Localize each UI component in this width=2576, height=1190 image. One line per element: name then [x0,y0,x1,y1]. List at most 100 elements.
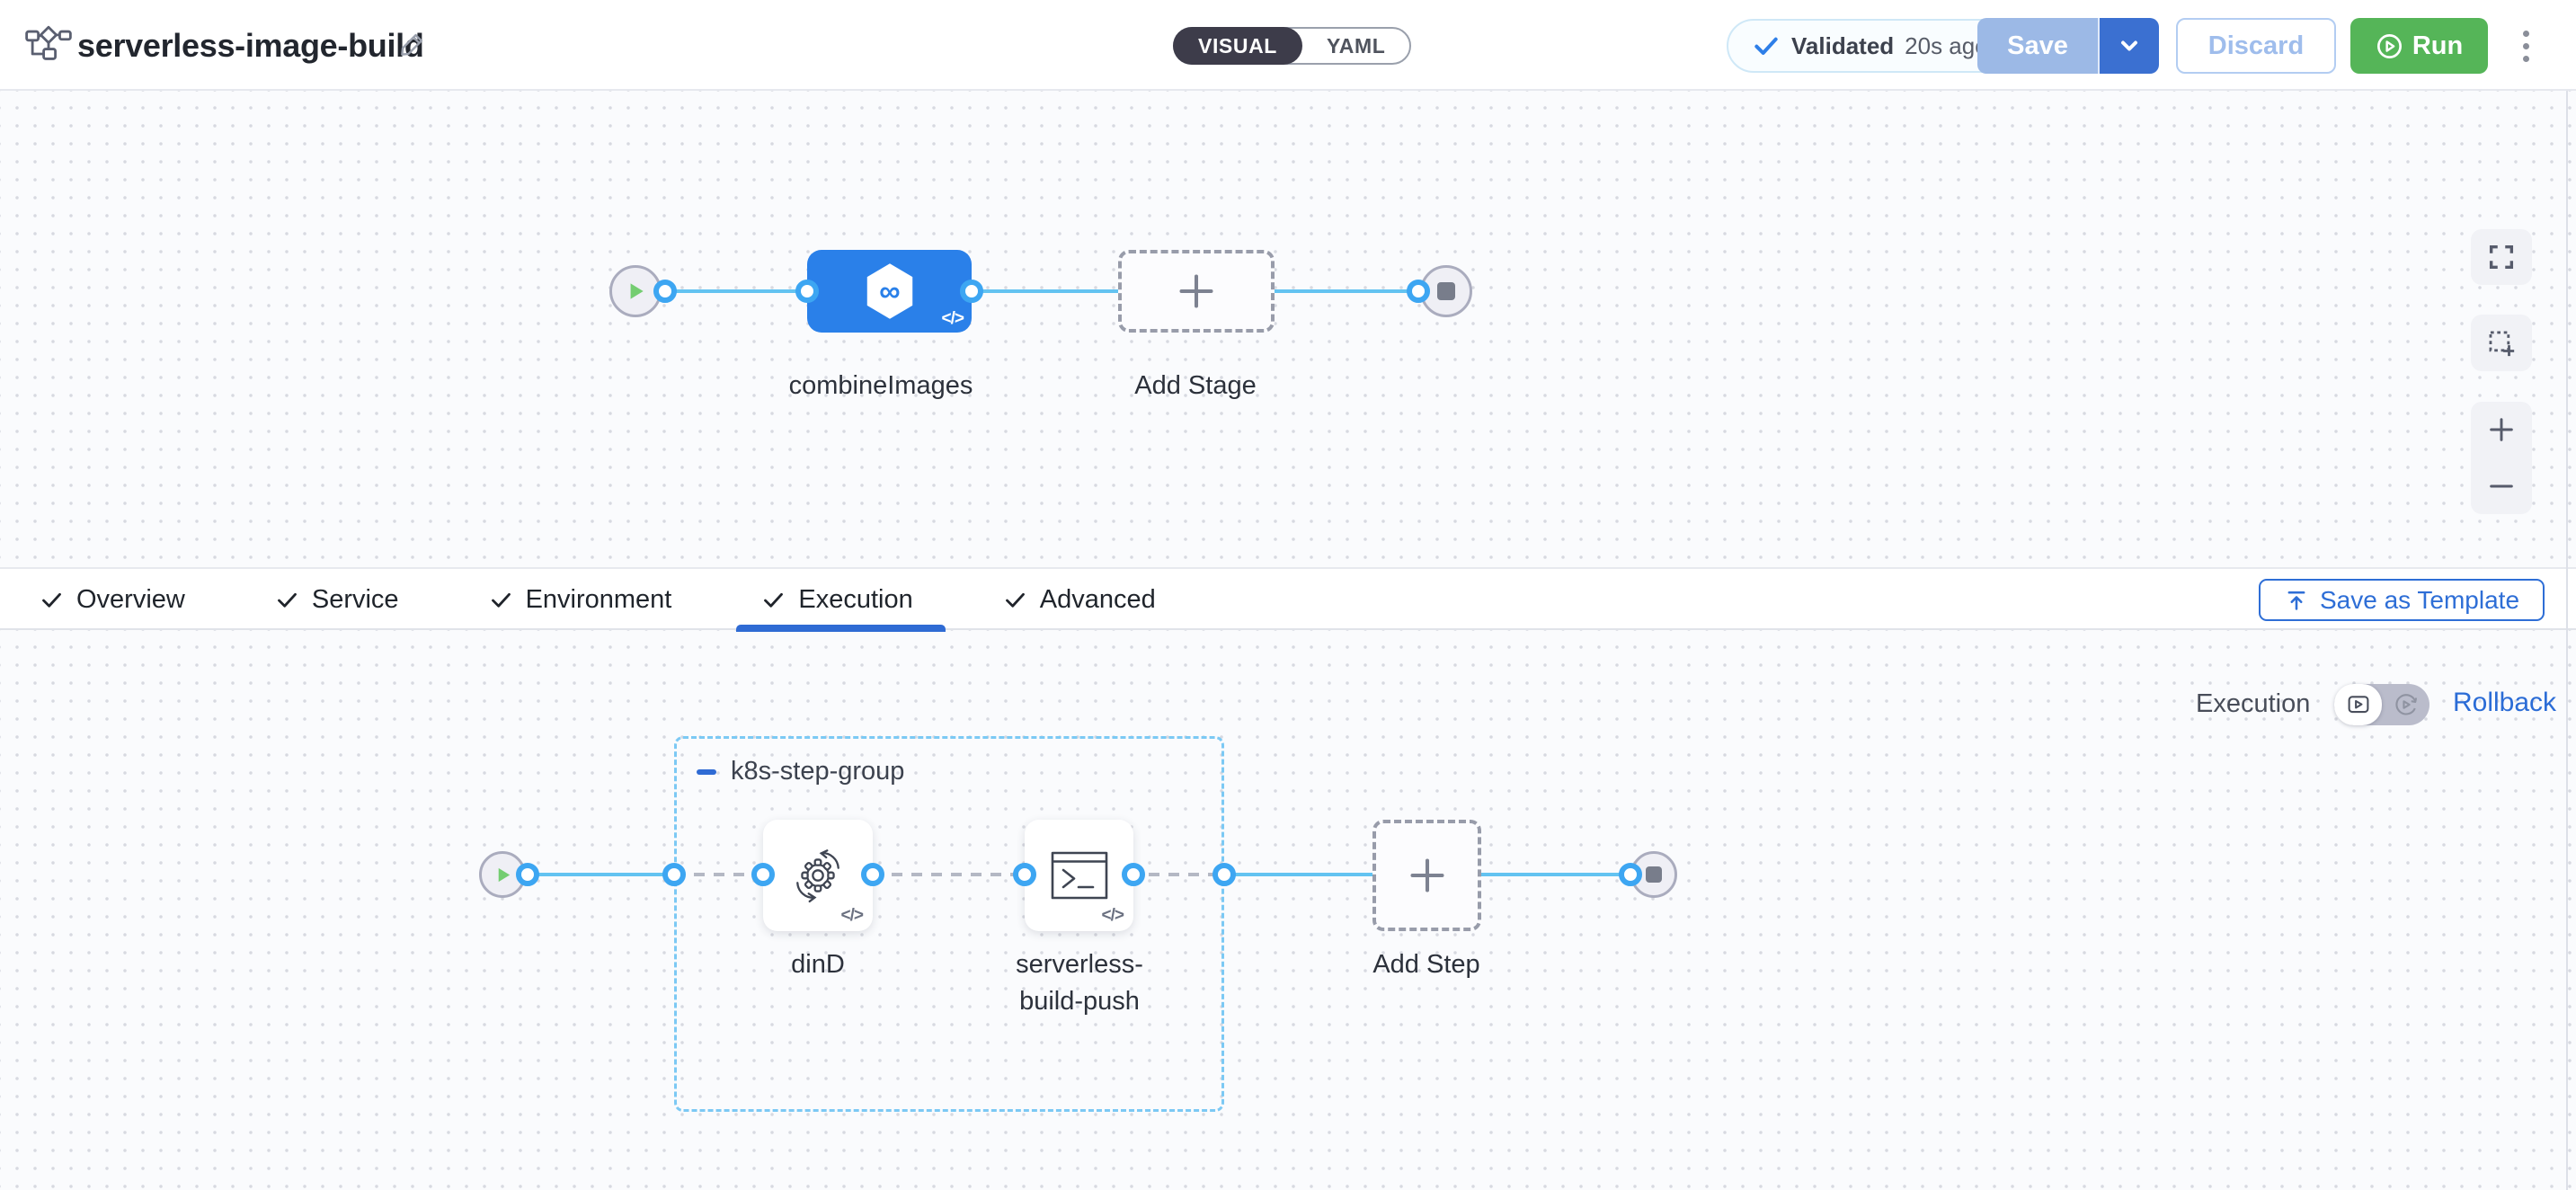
discard-button[interactable]: Discard [2176,18,2336,74]
step-group-name: k8s-step-group [731,757,905,786]
zoom-controls [2471,402,2532,514]
port [861,863,884,886]
tab-execution[interactable]: Execution [736,569,946,632]
port [795,280,819,303]
run-button[interactable]: Run [2350,18,2488,74]
run-label: Run [2412,31,2464,60]
plus-icon [1179,274,1213,308]
step-name-label: serverless-build-push [1016,950,1143,1016]
code-badge: </> [941,309,965,328]
run-play-icon [2376,33,2402,58]
save-button[interactable]: Save [1977,18,2098,74]
ci-stage-hexagon-icon: ∞ [866,263,912,319]
tab-advanced[interactable]: Advanced [1003,569,1156,630]
step-name-label: dinD [791,950,845,979]
execution-mode-button[interactable] [2334,684,2382,725]
plus-icon [2490,418,2513,442]
add-stage-label: Add Stage [1134,371,1257,400]
tab-service[interactable]: Service [275,569,399,630]
play-icon [630,283,644,299]
code-badge: </> [1101,906,1125,925]
validated-badge[interactable]: Validated 20s ago [1727,19,2013,73]
stage-tabbar: Overview Service Environment Execution A… [0,567,2576,632]
page-title: serverless-image-build [77,27,424,64]
rollback-circle-icon [2394,694,2417,715]
step-group-header: k8s-step-group [695,757,904,786]
tab-overview[interactable]: Overview [40,569,185,630]
port [1013,863,1036,886]
port [1122,863,1145,886]
more-options-menu[interactable] [2508,23,2544,68]
add-step-label: Add Step [1372,950,1480,979]
collapse-group-button[interactable] [695,760,718,784]
check-icon [42,592,61,608]
fullscreen-icon [2489,244,2514,270]
marquee-select-button[interactable] [2471,315,2532,371]
toggle-visual[interactable]: VISUAL [1173,27,1302,65]
save-split-button: Save [1977,18,2159,74]
tab-label: Service [311,584,399,614]
check-icon [764,592,784,608]
execution-play-icon [2348,696,2368,714]
check-icon [277,592,297,608]
execution-rollback-toggle [2334,684,2429,725]
pipeline-start-node [609,265,662,317]
stage-canvas: ∞ </> combineImages Add Stage [0,91,2576,567]
zoom-in-button[interactable] [2471,403,2532,457]
tab-label: Environment [525,584,672,614]
svg-text:∞: ∞ [879,274,900,307]
port [751,863,775,886]
port [960,280,983,303]
validated-label: Validated [1791,31,1895,59]
port [1619,863,1642,886]
upload-template-icon [2287,591,2305,610]
add-step-button[interactable] [1372,820,1481,931]
plus-icon [1409,858,1444,892]
visual-yaml-toggle: VISUAL YAML [1173,27,1412,65]
stage-connector-line [665,289,1423,293]
step-connector-line [528,873,674,876]
tab-environment[interactable]: Environment [489,569,672,630]
step-node-dind[interactable]: </> [763,820,873,931]
add-stage-button[interactable] [1118,250,1275,333]
check-icon [1005,592,1025,608]
execution-canvas: Execution Rollback k8s-step-group [0,630,2576,1190]
save-as-template-button[interactable]: Save as Template [2259,579,2545,621]
rollback-link[interactable]: Rollback [2453,688,2557,717]
step-connector-dashed [674,873,1224,876]
save-as-template-label: Save as Template [2319,585,2520,614]
zoom-out-button[interactable] [2471,459,2532,513]
pipeline-icon [25,23,72,66]
docker-in-docker-icon [796,849,839,903]
validated-time: 20s ago [1905,31,1988,59]
port [1212,863,1236,886]
port [662,863,686,886]
stop-icon [1646,866,1662,883]
minus-icon [2490,484,2513,488]
chevron-down-icon [2121,40,2137,51]
tab-label: Execution [798,584,913,614]
check-icon [491,592,511,608]
tab-label: Advanced [1039,584,1156,614]
save-dropdown-button[interactable] [2098,18,2159,74]
stop-icon [1437,282,1455,300]
stage-node-combineimages[interactable]: ∞ </> [807,250,972,333]
execution-mode-label: Execution [2196,689,2311,718]
step-node-serverless-build-push[interactable]: </> [1025,820,1133,931]
play-icon [498,867,510,882]
tab-label: Overview [76,584,185,614]
rollback-mode-button[interactable] [2382,684,2429,725]
step-group-k8s: k8s-step-group [674,736,1224,1112]
port [516,863,539,886]
toggle-yaml[interactable]: YAML [1326,33,1386,58]
port [1407,280,1430,303]
stage-name-label: combineImages [788,371,973,400]
fullscreen-button[interactable] [2471,229,2532,285]
header: serverless-image-build VISUAL YAML Valid… [0,0,2576,91]
check-icon [1754,37,1778,55]
code-badge: </> [840,906,865,925]
edit-pencil-icon[interactable] [397,29,428,64]
terminal-icon [1051,851,1107,900]
marquee-select-icon [2489,331,2515,356]
